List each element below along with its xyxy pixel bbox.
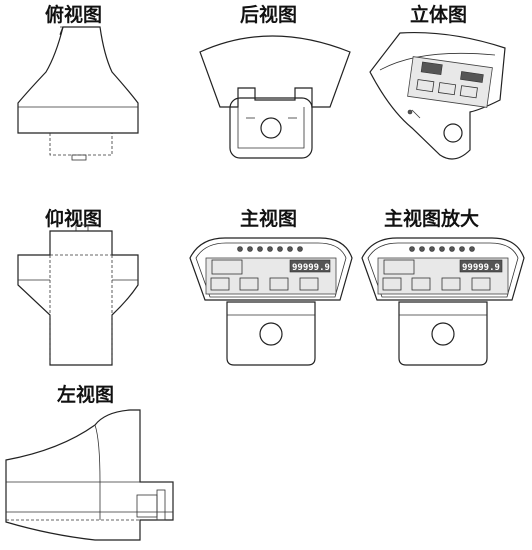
front-indicator-row [237, 246, 303, 252]
label-rear-view: 后视图 [240, 4, 298, 26]
front-zoom-indicator-row [409, 246, 475, 252]
label-front-zoom-view: 主视图放大 [384, 208, 480, 230]
front-readout: 99999.9 [292, 263, 330, 273]
label-left-view: 左视图 [57, 384, 115, 406]
label-top-view: 俯视图 [45, 4, 103, 26]
front-zoom-readout: 99999.9 [462, 263, 500, 273]
label-front-view: 主视图 [240, 208, 298, 230]
label-iso-view: 立体图 [410, 4, 468, 26]
label-bottom-view: 仰视图 [45, 208, 103, 230]
